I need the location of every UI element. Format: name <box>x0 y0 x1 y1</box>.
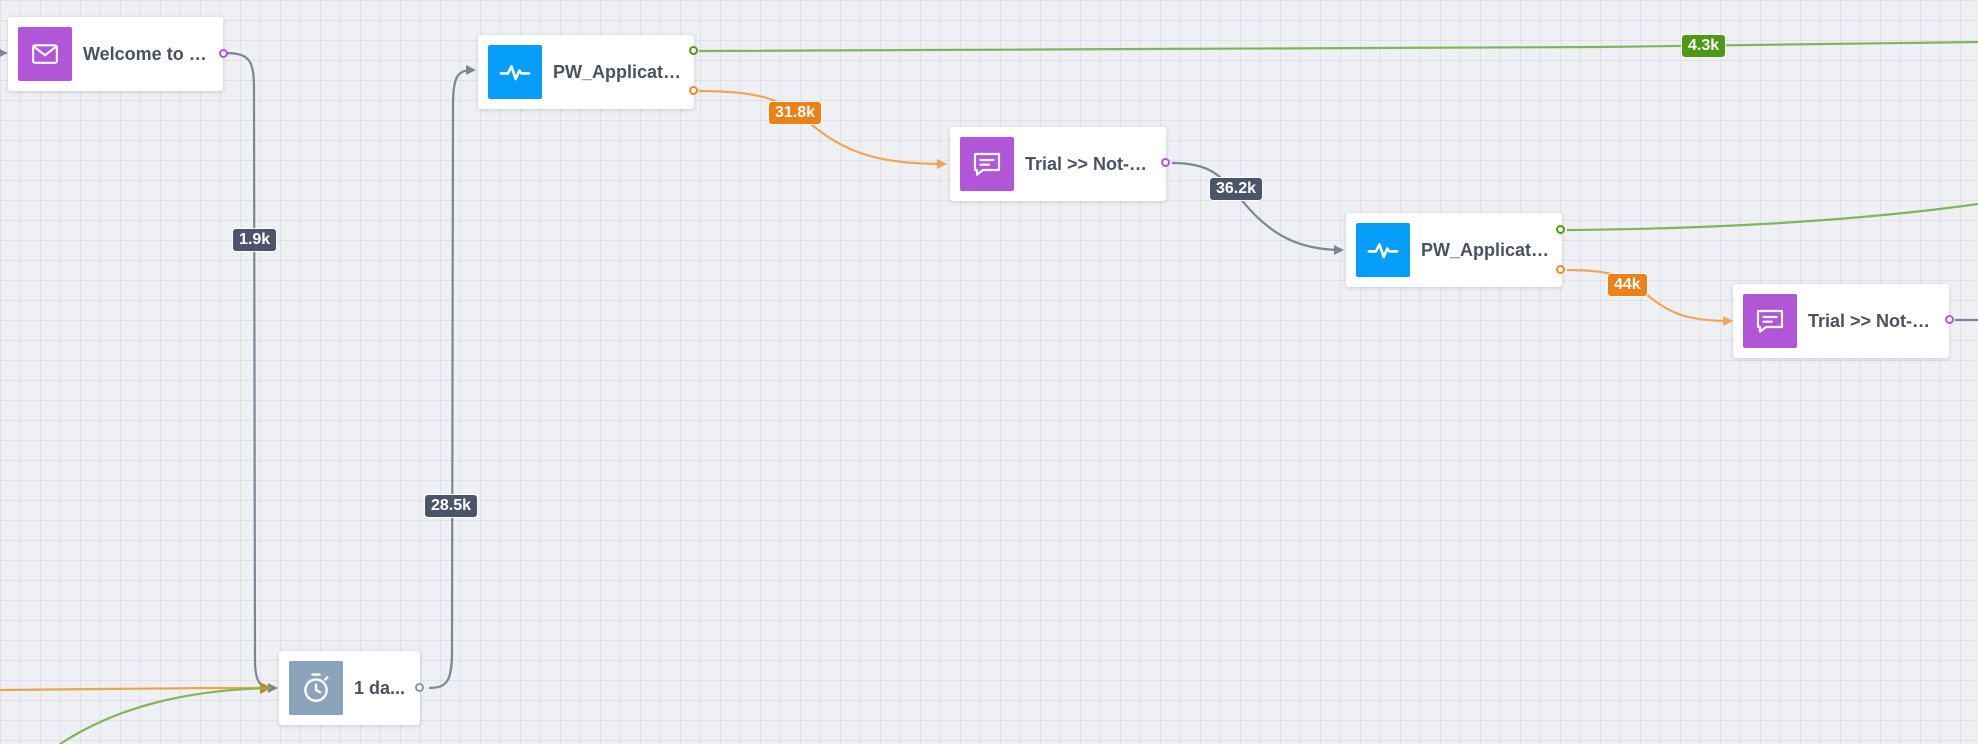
node-trial-message-1[interactable]: Trial >> Not-E... <box>950 127 1166 201</box>
chat-message-icon <box>1743 294 1797 348</box>
node-label: PW_Applicati... <box>553 61 682 82</box>
edge-count-badge[interactable]: 4.3k <box>1681 34 1727 58</box>
node-pw2-no-port[interactable] <box>1556 265 1565 274</box>
envelope-icon <box>18 27 72 81</box>
node-pw1-yes-port[interactable] <box>689 46 698 55</box>
node-label: Trial >> Not-E... <box>1025 153 1154 174</box>
node-label: Welcome to u... <box>83 43 211 64</box>
edge-count-badge[interactable]: 36.2k <box>1209 177 1264 201</box>
pulse-icon <box>1356 223 1410 277</box>
stopwatch-icon <box>289 661 343 715</box>
edge-pw2-green[interactable] <box>1566 202 1978 232</box>
node-trial-message-2[interactable]: Trial >> Not-E... <box>1733 284 1949 358</box>
node-pw1-no-port[interactable] <box>689 86 698 95</box>
edge-count-badge[interactable]: 44k <box>1607 273 1648 297</box>
edge-count-badge[interactable]: 31.8k <box>768 101 823 125</box>
pulse-icon <box>488 45 542 99</box>
edge-pw1-green-top[interactable] <box>698 40 1978 53</box>
edge-count-badge[interactable]: 1.9k <box>232 228 278 252</box>
node-pw-application-2[interactable]: PW_Applicati... <box>1346 213 1562 287</box>
node-trial2-output-port[interactable] <box>1945 315 1954 324</box>
edge-pw2-to-trial2[interactable] <box>1566 268 1733 326</box>
edge-count-badge[interactable]: 28.5k <box>424 494 479 518</box>
node-label: 1 da... <box>354 677 406 698</box>
edge-green-into-delay[interactable] <box>59 686 271 744</box>
node-trial1-output-port[interactable] <box>1161 158 1170 167</box>
node-label: PW_Applicati... <box>1421 239 1550 260</box>
chat-message-icon <box>960 137 1014 191</box>
node-delay[interactable]: 1 da... <box>279 651 420 725</box>
node-delay-output-port[interactable] <box>415 683 424 692</box>
edge-delay-to-pw1[interactable] <box>428 65 476 690</box>
node-label: Trial >> Not-E... <box>1808 310 1937 331</box>
edge-pw1-to-trial1[interactable] <box>698 89 947 169</box>
node-welcome-output-port[interactable] <box>219 49 228 58</box>
node-welcome-email[interactable]: Welcome to u... <box>8 17 223 91</box>
node-pw2-yes-port[interactable] <box>1556 225 1565 234</box>
node-pw-application-1[interactable]: PW_Applicati... <box>478 35 694 109</box>
edge-welcome-to-delay[interactable] <box>223 51 278 693</box>
